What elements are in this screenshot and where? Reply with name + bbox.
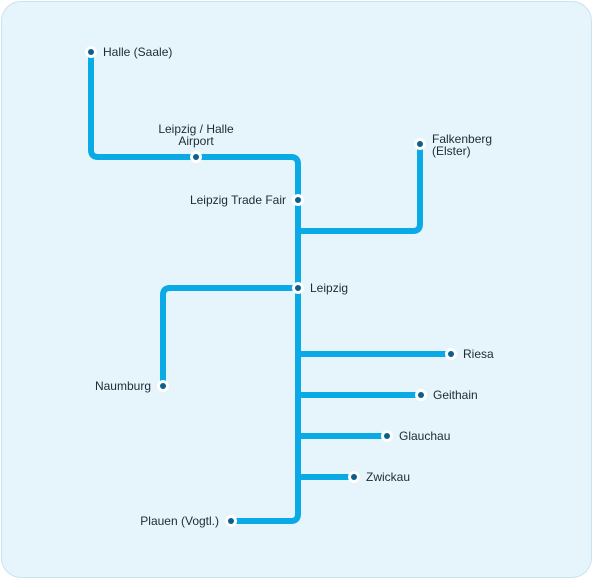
station-marker-riesa[interactable] xyxy=(445,348,457,360)
station-label-riesa: Riesa xyxy=(463,347,494,361)
station-marker-falkenberg[interactable] xyxy=(414,138,426,150)
station-marker-geithain[interactable] xyxy=(415,389,427,401)
station-label-leipzig: Leipzig xyxy=(310,281,348,295)
station-label-plauen: Plauen (Vogtl.) xyxy=(140,514,219,528)
station-marker-glauchau[interactable] xyxy=(381,430,393,442)
station-marker-halle[interactable] xyxy=(85,46,97,58)
station-labels: Halle (Saale) Leipzig / Halle Airport Le… xyxy=(95,45,494,528)
station-marker-zwickau[interactable] xyxy=(348,471,360,483)
rail-lines xyxy=(88,49,454,524)
station-label-airport-line1: Leipzig / Halle xyxy=(158,122,234,136)
station-label-airport-line2: Airport xyxy=(178,134,214,148)
line-halle-leipzig xyxy=(88,49,301,524)
station-markers xyxy=(85,46,457,527)
station-marker-airport[interactable] xyxy=(190,151,202,163)
station-marker-plauen[interactable] xyxy=(225,515,237,527)
line-falkenberg-branch xyxy=(295,141,423,234)
station-label-zwickau: Zwickau xyxy=(366,470,410,484)
line-naumburg-branch xyxy=(160,285,301,389)
station-label-trade-fair: Leipzig Trade Fair xyxy=(190,193,286,207)
station-marker-trade-fair[interactable] xyxy=(292,194,304,206)
station-marker-naumburg[interactable] xyxy=(157,380,169,392)
station-label-naumburg: Naumburg xyxy=(95,379,151,393)
station-label-geithain: Geithain xyxy=(433,388,478,402)
station-label-falkenberg-line1: Falkenberg xyxy=(432,132,492,146)
station-label-halle: Halle (Saale) xyxy=(103,45,172,59)
station-label-falkenberg-line2: (Elster) xyxy=(432,144,471,158)
station-label-glauchau: Glauchau xyxy=(399,429,450,443)
station-marker-leipzig[interactable] xyxy=(292,282,304,294)
